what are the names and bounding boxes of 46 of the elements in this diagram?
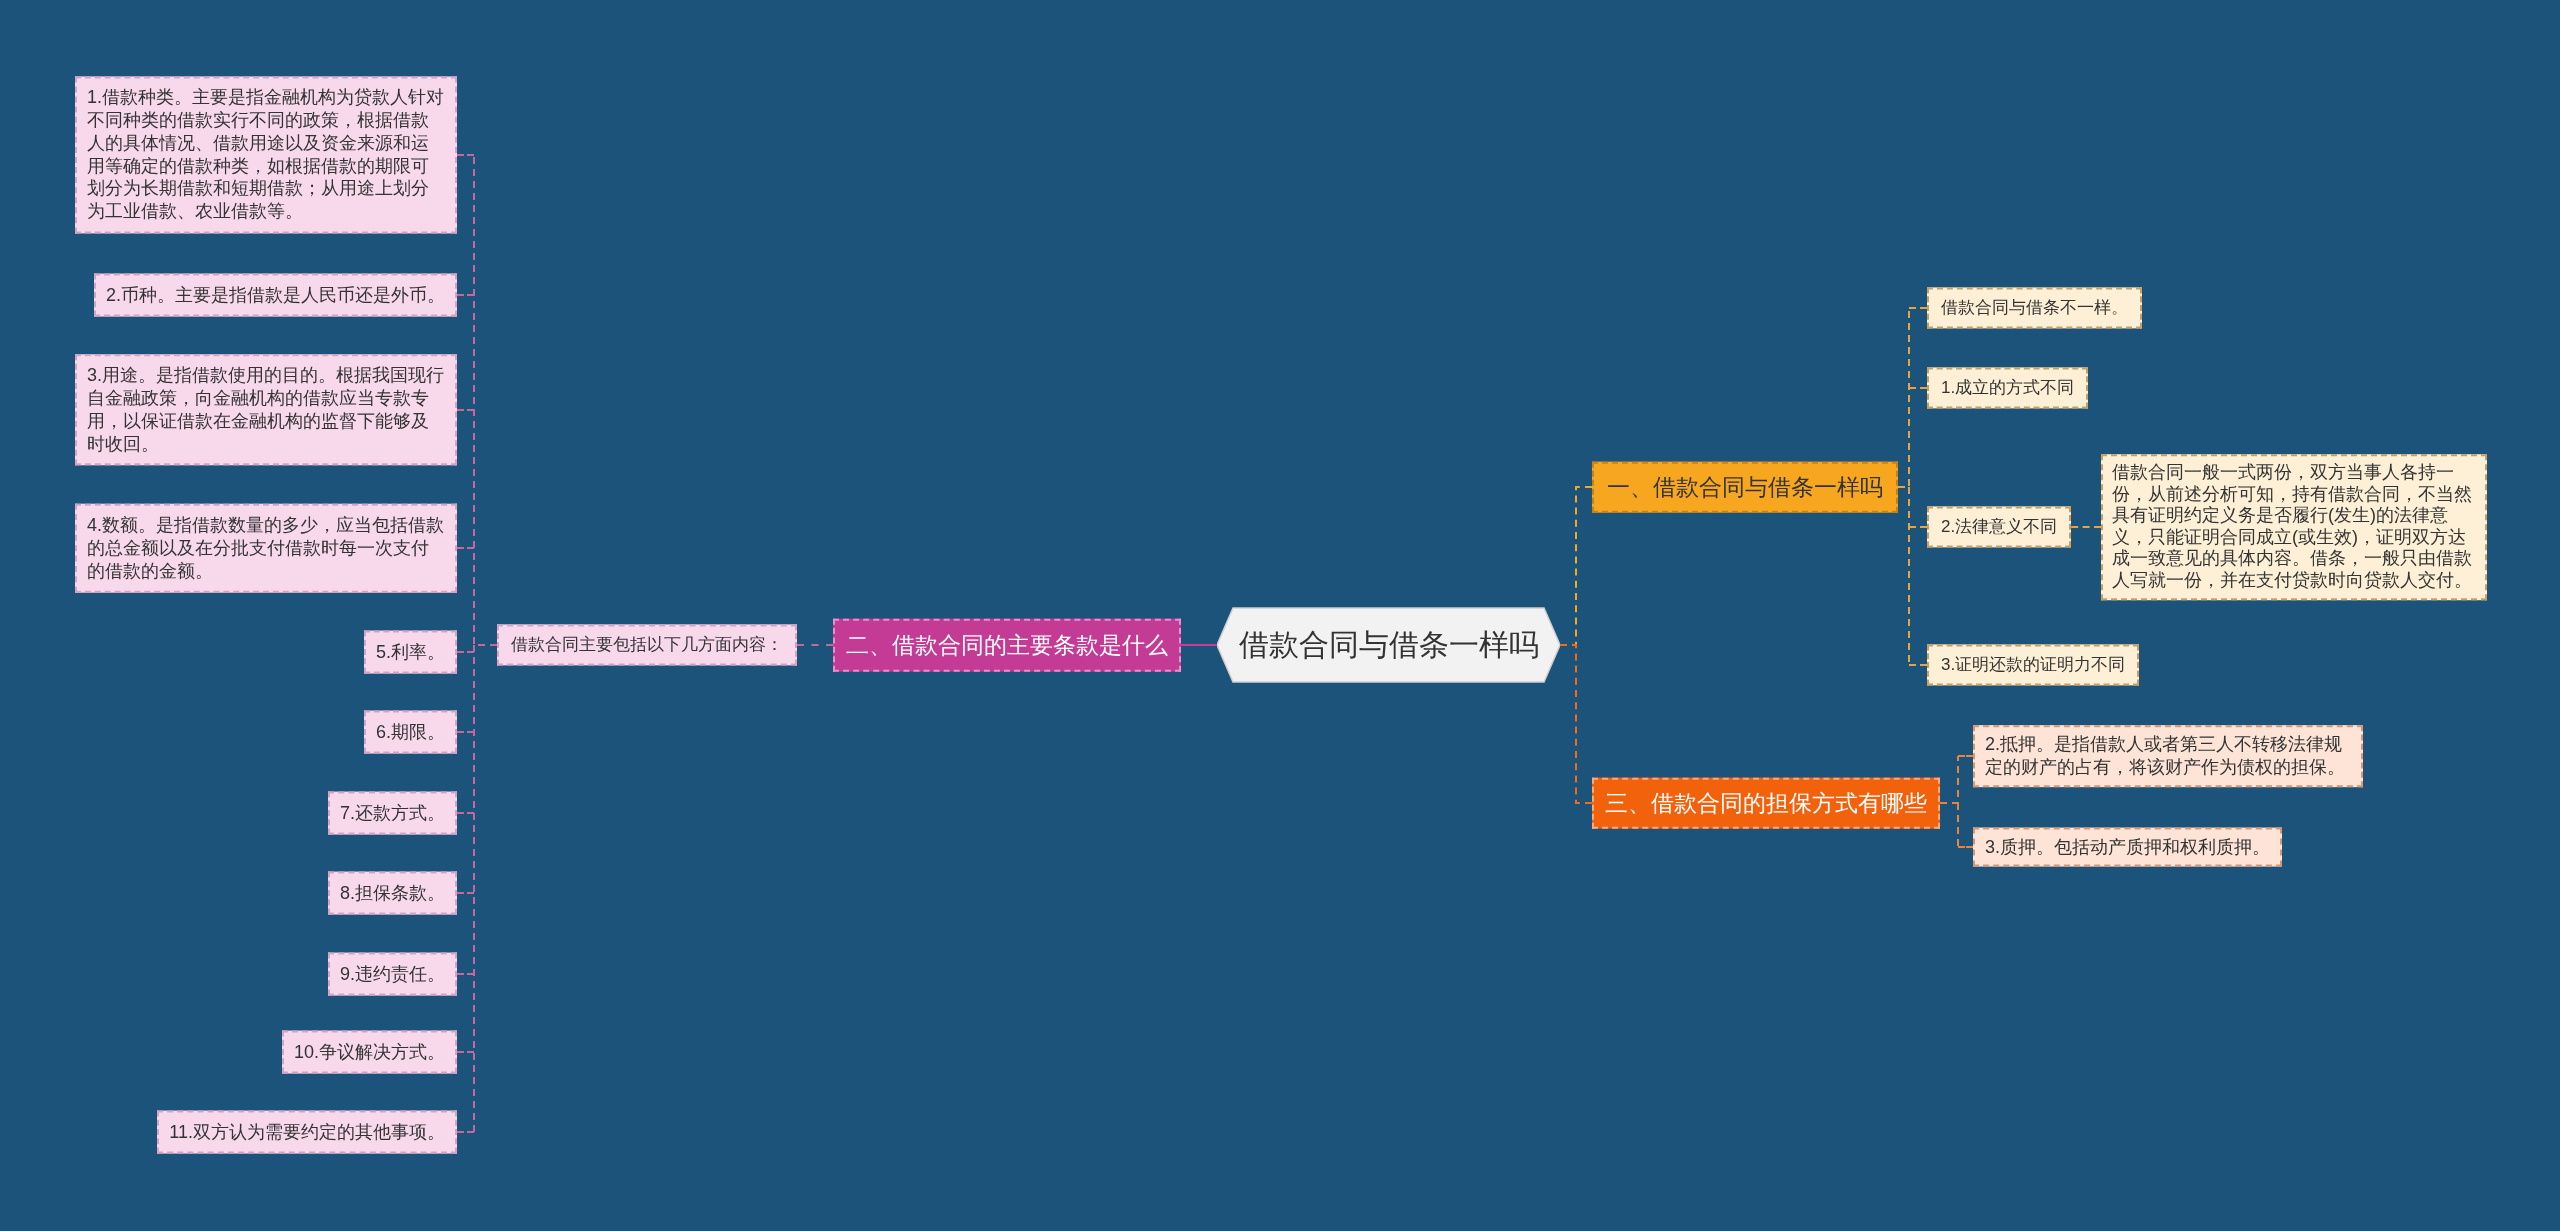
detail-note: 6.期限。	[364, 710, 457, 754]
connector-line	[1957, 755, 1974, 757]
detail-note: 2.抵押。是指借款人或者第三人不转移法律规定的财产的占有，将该财产作为债权的担保。	[1973, 725, 2363, 787]
connector-line	[456, 731, 475, 733]
connector-line	[456, 1131, 475, 1133]
connector-line	[1180, 644, 1218, 646]
detail-note: 9.违约责任。	[328, 952, 457, 996]
connector-line	[1559, 644, 1593, 804]
detail-note: 7.还款方式。	[328, 791, 457, 835]
connector-line	[456, 651, 475, 653]
connector-line	[796, 644, 834, 646]
connector-line	[1908, 664, 1928, 666]
connector-line	[2070, 526, 2102, 528]
detail-note: 2.币种。主要是指借款是人民币还是外币。	[94, 273, 457, 317]
detail-note: 借款合同一般一式两份，双方当事人各持一份，从前述分析可知，持有借款合同，不当然具有证明约定义务是否履行(发生)的法律意义，只能证明合同成立(或生效)，证明双方达成一致意见的具体内容。借条，一般只由借款人写就一份，并在支付贷款时向贷款人交付。	[2101, 454, 2487, 600]
subtopic: 借款合同主要包括以下几方面内容：	[497, 624, 797, 666]
detail-note: 1.借款种类。主要是指金融机构为贷款人针对不同种类的借款实行不同的政策，根据借款人的具体情况、借款用途以及资金来源和运用等确定的借款种类，如根据借款的期限可划分为长期借款和短期借款；从用途上划分为工业借款、农业借款等。	[75, 76, 457, 234]
connector-line	[456, 294, 475, 296]
connector-line	[456, 892, 475, 894]
branch-topic: 二、借款合同的主要条款是什么	[833, 618, 1181, 672]
connector-line	[456, 1051, 475, 1053]
connector-line	[456, 973, 475, 975]
subtopic: 1.成立的方式不同	[1927, 367, 2089, 409]
connector-line	[456, 812, 475, 814]
connector-line	[1957, 846, 1974, 848]
detail-note: 4.数额。是指借款数量的多少，应当包括借款的总金额以及在分批支付借款时每一次支付的借款的金额。	[75, 503, 457, 593]
detail-note: 8.担保条款。	[328, 871, 457, 915]
connector-line	[456, 547, 475, 549]
branch-topic: 三、借款合同的担保方式有哪些	[1592, 777, 1940, 829]
connector-line	[1908, 387, 1928, 389]
subtopic: 2.法律意义不同	[1927, 506, 2072, 548]
detail-note: 11.双方认为需要约定的其他事项。	[157, 1110, 457, 1154]
connector-line	[1908, 526, 1928, 528]
subtopic: 3.证明还款的证明力不同	[1927, 644, 2140, 686]
detail-note: 5.利率。	[364, 630, 457, 674]
subtopic: 借款合同与借条不一样。	[1927, 287, 2142, 329]
detail-note: 3.质押。包括动产质押和权利质押。	[1973, 827, 2282, 867]
connector-line	[1939, 755, 1959, 848]
detail-note: 3.用途。是指借款使用的目的。根据我国现行自金融政策，向金融机构的借款应当专款专用，以保证借款在金融机构的监督下能够及时收回。	[75, 354, 457, 466]
connector-line	[473, 154, 498, 1133]
connector-line	[1908, 307, 1928, 309]
connector-line	[456, 409, 475, 411]
connector-line	[456, 154, 475, 156]
central-topic: 借款合同与借条一样吗	[1217, 607, 1560, 683]
detail-note: 10.争议解决方式。	[281, 1030, 457, 1074]
branch-topic: 一、借款合同与借条一样吗	[1592, 461, 1898, 513]
